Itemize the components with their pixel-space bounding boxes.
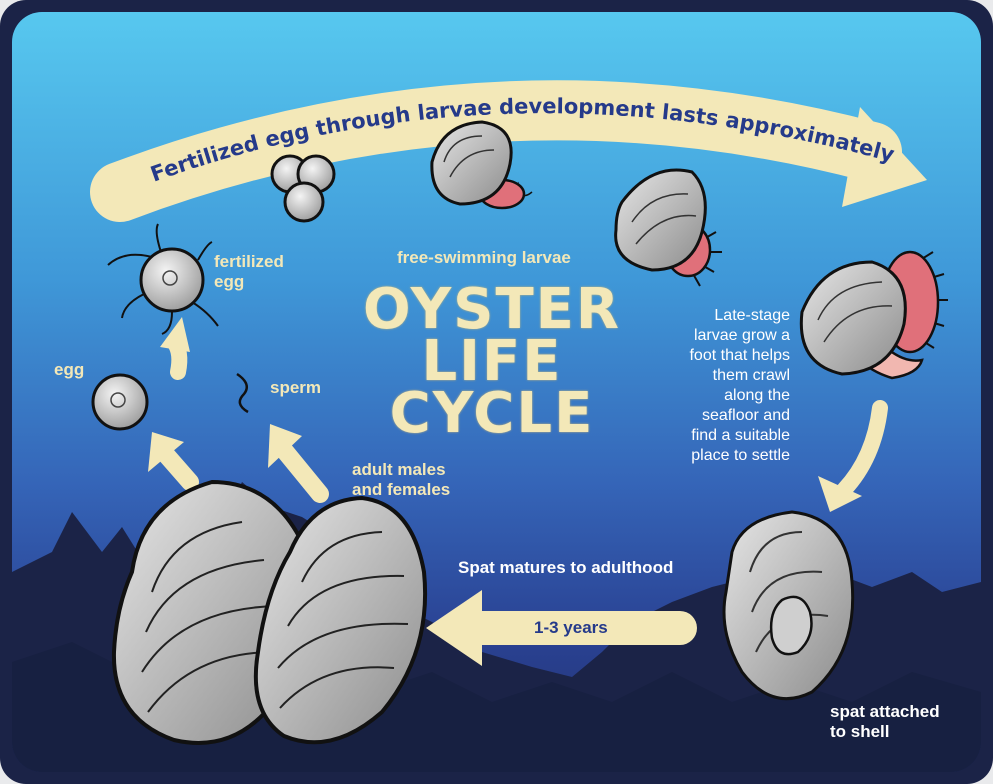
- fertilized-egg-icon: [108, 224, 218, 334]
- arrow-adults-to-sperm: [268, 424, 320, 494]
- arrow-egg-to-fertilized: [160, 317, 190, 372]
- label-years: 1-3 years: [534, 618, 608, 638]
- label-spat-line-2: to shell: [830, 722, 940, 742]
- label-adult-males-females: adult males and females: [352, 460, 450, 500]
- label-fertilized-egg-line-2: egg: [214, 272, 284, 292]
- arrow-adults-to-egg: [148, 432, 190, 482]
- late-stage-line-4: them crawl: [640, 366, 790, 386]
- diagram-title: OYSTER LIFE CYCLE: [342, 284, 642, 440]
- sperm-icon: [237, 374, 248, 412]
- label-spat-matures: Spat matures to adulthood: [458, 558, 673, 578]
- title-line-3: CYCLE: [342, 388, 642, 440]
- label-adults-line-2: and females: [352, 480, 450, 500]
- label-spat-line-1: spat attached: [830, 702, 940, 722]
- late-stage-line-3: foot that helps: [640, 346, 790, 366]
- ocean-panel: Fertilized egg through larvae developmen…: [12, 12, 981, 772]
- label-sperm: sperm: [270, 378, 321, 398]
- label-free-swimming-larvae: free-swimming larvae: [397, 248, 571, 268]
- late-stage-line-1: Late-stage: [640, 306, 790, 326]
- egg-icon: [93, 375, 147, 429]
- label-late-stage-larvae: Late-stage larvae grow a foot that helps…: [640, 306, 790, 466]
- late-stage-line-7: find a suitable: [640, 426, 790, 446]
- label-egg: egg: [54, 360, 84, 380]
- label-fertilized-egg: fertilized egg: [214, 252, 284, 292]
- late-stage-larva-icon: [801, 252, 948, 378]
- late-stage-line-6: seafloor and: [640, 406, 790, 426]
- late-stage-line-2: larvae grow a: [640, 326, 790, 346]
- late-stage-line-8: place to settle: [640, 446, 790, 466]
- larva-medium-icon: [616, 170, 722, 286]
- arrow-larva-to-spat: [818, 408, 880, 512]
- label-fertilized-egg-line-1: fertilized: [214, 252, 284, 272]
- late-stage-line-5: along the: [640, 386, 790, 406]
- label-adults-line-1: adult males: [352, 460, 450, 480]
- cleavage-cells-icon: [272, 156, 334, 221]
- label-spat-attached: spat attached to shell: [830, 702, 940, 742]
